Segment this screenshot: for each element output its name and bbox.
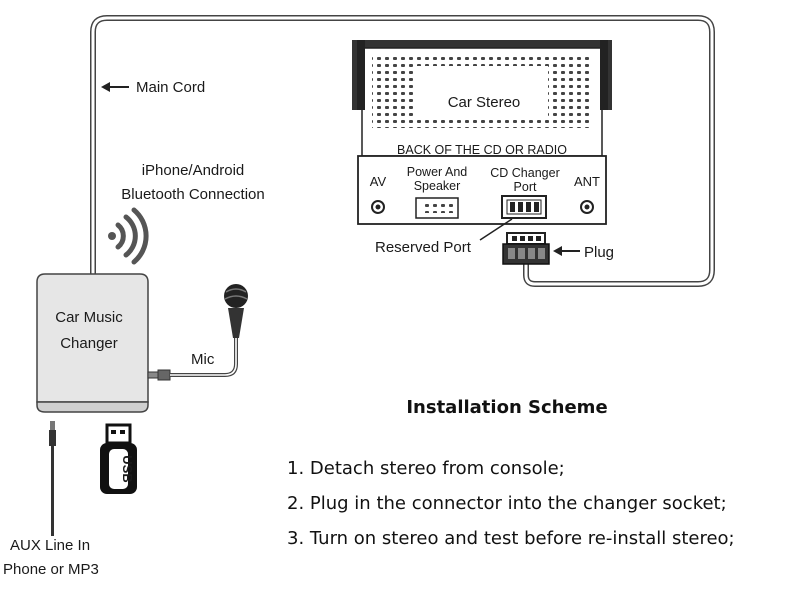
back-of-cd-label: BACK OF THE CD OR RADIO: [397, 143, 567, 157]
cd-changer-port: [501, 195, 547, 219]
wireless-signal-icon: [108, 207, 149, 265]
mic-label: Mic: [191, 351, 215, 368]
aux-cable: [49, 421, 56, 536]
cd-changer-label-line2: Port: [514, 180, 537, 194]
plug-connector: [502, 232, 550, 265]
power-label-line1: Power And: [407, 165, 468, 179]
plug-label-group: Plug: [553, 244, 614, 261]
power-speaker-port: [415, 197, 459, 219]
microphone-handle: [228, 308, 244, 338]
scheme-step-2: 2. Plug in the connector into the change…: [287, 493, 727, 514]
av-label: AV: [370, 174, 387, 189]
car-stereo: Car Stereo: [352, 40, 612, 157]
main-cord-label: Main Cord: [136, 79, 205, 96]
reserved-port-pointer: [479, 218, 513, 241]
microphone: [147, 284, 248, 381]
changer-label-line1: Car Music: [55, 309, 123, 326]
bluetooth-label-line1: iPhone/Android: [142, 162, 245, 179]
arrow-left-icon: [101, 82, 110, 92]
scheme-step-1: 1. Detach stereo from console;: [287, 458, 565, 479]
changer-label-line2: Changer: [60, 335, 118, 352]
car-stereo-label: Car Stereo: [448, 94, 521, 111]
usb-stick: USB: [100, 423, 137, 494]
ant-label: ANT: [574, 174, 600, 189]
aux-label-line1: AUX Line In: [10, 537, 90, 554]
power-label-line2: Speaker: [414, 179, 461, 193]
scheme-step-3: 3. Turn on stereo and test before re-ins…: [287, 528, 735, 549]
plug-label: Plug: [584, 244, 614, 261]
scheme-title: Installation Scheme: [406, 397, 607, 418]
usb-label: USB: [120, 455, 135, 482]
main-cord: [90, 15, 715, 287]
bluetooth-label-line2: Bluetooth Connection: [121, 186, 264, 203]
cd-changer-label-line1: CD Changer: [490, 166, 559, 180]
aux-label-line2: Phone or MP3: [3, 561, 99, 578]
car-music-changer: Car Music Changer: [36, 273, 149, 413]
reserved-port-label: Reserved Port: [375, 239, 472, 256]
stereo-back-panel: BACK OF THE CD OR RADIO AV Power And Spe…: [357, 143, 607, 225]
arrow-left-icon: [553, 246, 562, 256]
main-cord-label-group: Main Cord: [101, 79, 205, 96]
